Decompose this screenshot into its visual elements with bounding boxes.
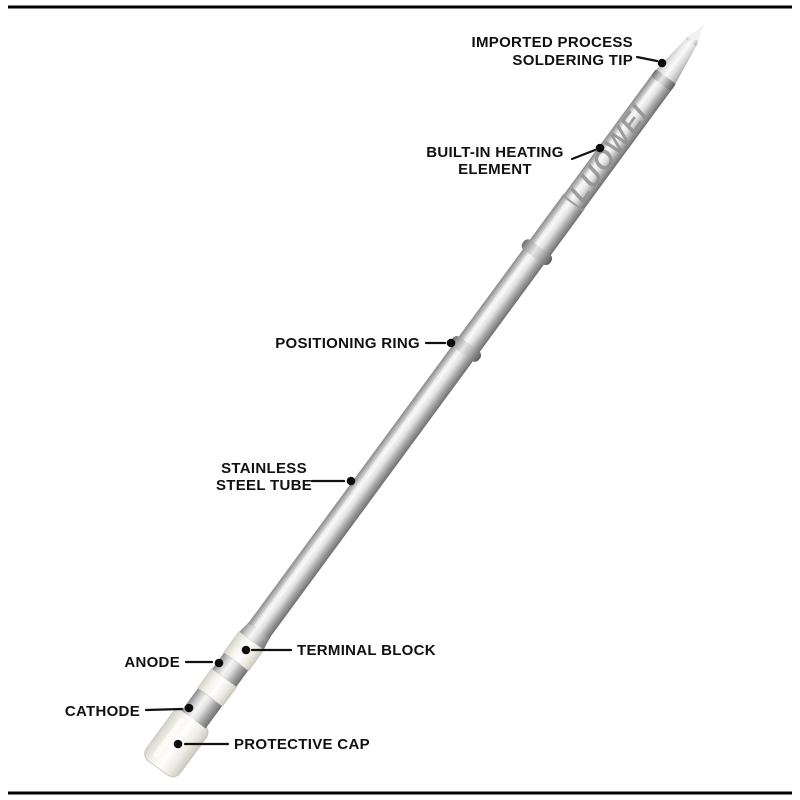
label-positioning-ring: POSITIONING RING — [275, 335, 420, 352]
heater-joint-line — [561, 193, 585, 212]
label-stainless-tube-line1: STAINLESS — [221, 460, 307, 477]
anode-dot — [214, 658, 224, 668]
positioning-ring-1-part — [450, 336, 482, 362]
label-soldering-tip-line2: SOLDERING TIP — [512, 52, 633, 69]
cathode-leader-line — [144, 707, 184, 712]
soldering-tip-bevel-face — [687, 24, 704, 41]
soldering-tip-cone-part — [656, 38, 697, 84]
heating-element-dot — [595, 143, 605, 153]
heater-highlight — [569, 79, 659, 199]
label-terminal-block: TERMINAL BLOCK — [297, 642, 436, 659]
shaft-brand-text: LUOWEI — [563, 98, 654, 207]
label-heating-element-line1: BUILT-IN HEATING — [426, 144, 564, 161]
soldering-tip-dot — [657, 58, 667, 68]
soldering-iron-illustration: LUOWEI — [144, 24, 704, 778]
label-anode: ANODE — [124, 654, 180, 671]
stainless-tube-part — [248, 194, 585, 639]
tube-highlight — [254, 199, 570, 628]
cathode-band-part — [181, 688, 223, 729]
label-soldering-tip-line1: IMPORTED PROCESS — [472, 34, 634, 51]
label-cathode: CATHODE — [65, 703, 140, 720]
cathode-dot — [184, 703, 194, 713]
positioning-ring-2-part — [521, 239, 553, 266]
tube-taper-part — [239, 621, 271, 650]
label-protective-cap: PROTECTIVE CAP — [234, 736, 370, 753]
heating-element-leader-line — [570, 148, 597, 161]
soldering-tip-leader-line — [635, 55, 659, 63]
protective-cap-highlight — [153, 717, 185, 758]
heating-element-part — [563, 72, 674, 210]
terminal-block-dot — [241, 645, 251, 655]
label-heating-element-line2: ELEMENT — [458, 161, 532, 178]
tip-collar-part — [651, 69, 676, 90]
stainless-tube-dot — [346, 476, 356, 486]
protective-cap-dot — [173, 739, 183, 749]
label-stainless-tube-line2: STEEL TUBE — [216, 477, 312, 494]
positioning-ring-dot — [446, 338, 456, 348]
